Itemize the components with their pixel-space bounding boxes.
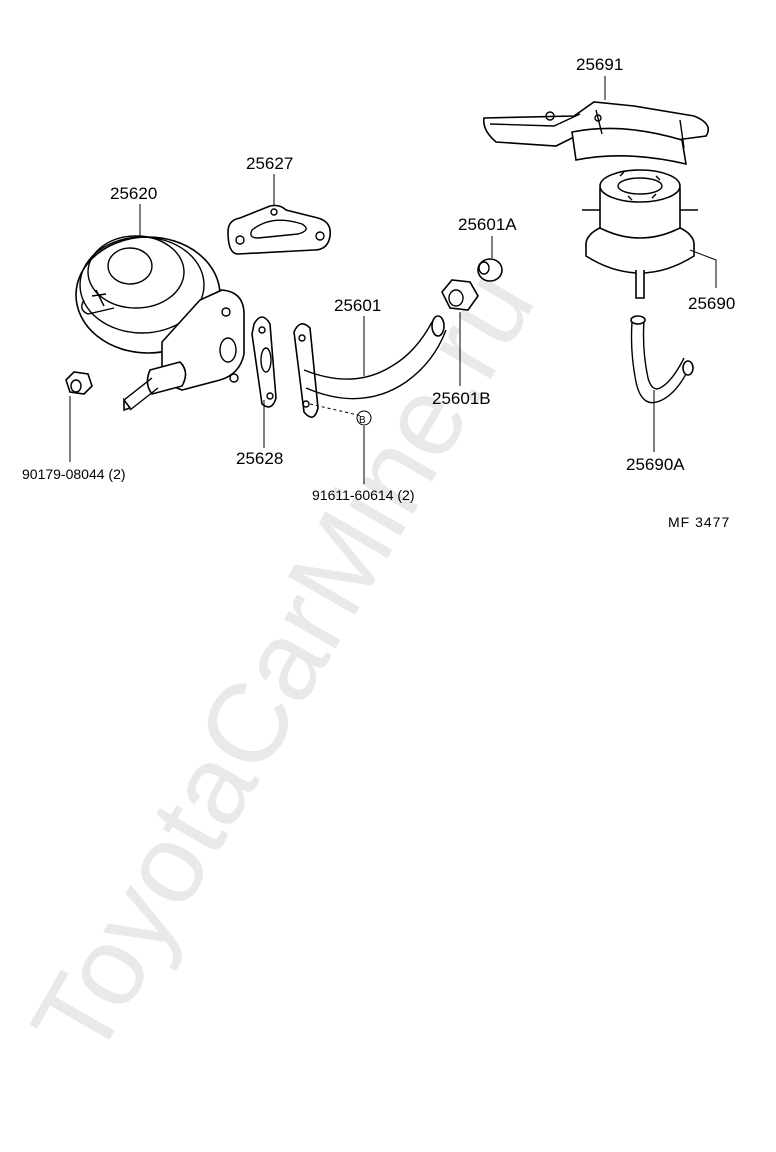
sleeve-25601a-drawing: [477, 258, 503, 282]
gasket-25627-drawing: [227, 204, 332, 255]
label-90179-08044: 90179-08044 (2): [22, 466, 126, 482]
egr-valve-drawing: [75, 235, 245, 412]
label-91611-60614: 91611-60614 (2): [312, 487, 414, 503]
bracket-25691-drawing: [482, 101, 710, 166]
label-25627: 25627: [246, 154, 293, 173]
label-25690a: 25690A: [626, 455, 685, 474]
leader-lines: [69, 76, 717, 484]
marker-b-circle: [356, 410, 372, 426]
label-25601b: 25601B: [432, 389, 491, 408]
bolt-dashed-leader: [309, 403, 363, 417]
marker-b-label: B: [359, 415, 366, 426]
hose-25690a-drawing: [630, 315, 694, 404]
watermark: ToyotaCarMine.ru: [8, 249, 558, 1077]
diagram-reference: MF 3477: [668, 514, 730, 530]
label-25628: 25628: [236, 449, 283, 468]
label-25601: 25601: [334, 296, 381, 315]
label-25690: 25690: [688, 294, 735, 313]
gasket-25628-drawing: [251, 316, 277, 408]
nut-25601b-drawing: [441, 279, 479, 311]
modulator-25690-drawing: [582, 169, 698, 299]
nut-90179-drawing: [65, 371, 93, 395]
label-25601a: 25601A: [458, 215, 517, 234]
label-25691: 25691: [576, 55, 623, 74]
egr-pipe-drawing: [293, 315, 447, 418]
label-25620: 25620: [110, 184, 157, 203]
